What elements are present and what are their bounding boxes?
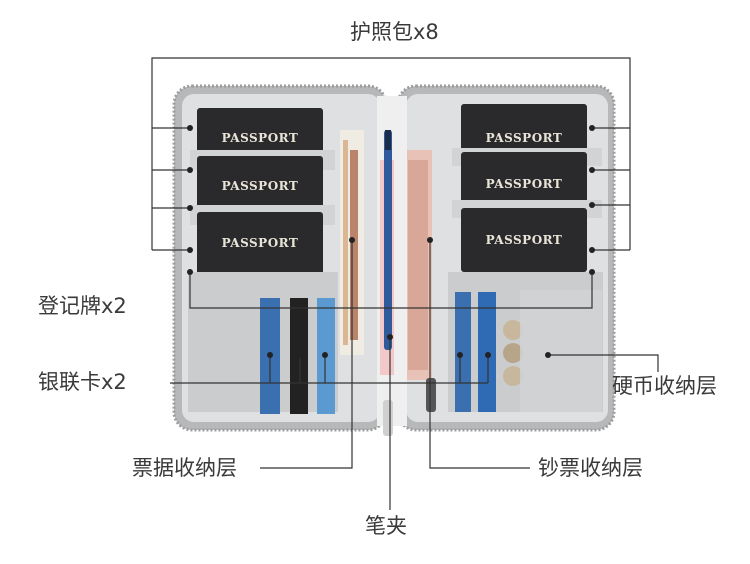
label-passport-holder: 护照包x8	[350, 20, 439, 44]
leader-dots	[187, 125, 595, 358]
zipper-pull	[426, 378, 436, 412]
passport-text: PASSPORT	[222, 179, 299, 193]
label-pen-clip: 笔夹	[365, 514, 407, 538]
passport-text: PASSPORT	[222, 236, 299, 250]
passport-right-3: PASSPORT	[461, 208, 587, 272]
coin	[503, 343, 523, 363]
label-coin-pocket: 硬币收纳层	[612, 374, 717, 398]
label-unionpay-card: 银联卡x2	[38, 370, 127, 394]
passport-left-2: PASSPORT	[197, 156, 323, 216]
leader-lines	[151, 57, 659, 510]
pen	[384, 130, 392, 350]
passport-text: PASSPORT	[486, 131, 563, 145]
card-icbc	[478, 292, 496, 412]
passport-text: PASSPORT	[486, 233, 563, 247]
passport-right-2: PASSPORT	[461, 152, 587, 212]
label-cash-pocket: 钞票收纳层	[538, 456, 643, 480]
label-boarding-card: 登记牌x2	[38, 294, 127, 318]
coin	[503, 366, 523, 386]
passport-text: PASSPORT	[486, 177, 563, 191]
coin	[503, 320, 523, 340]
passport-text: PASSPORT	[222, 131, 299, 145]
label-receipt-pocket: 票据收纳层	[132, 456, 237, 480]
passport-left-3: PASSPORT	[197, 212, 323, 278]
card-blue	[455, 292, 471, 412]
